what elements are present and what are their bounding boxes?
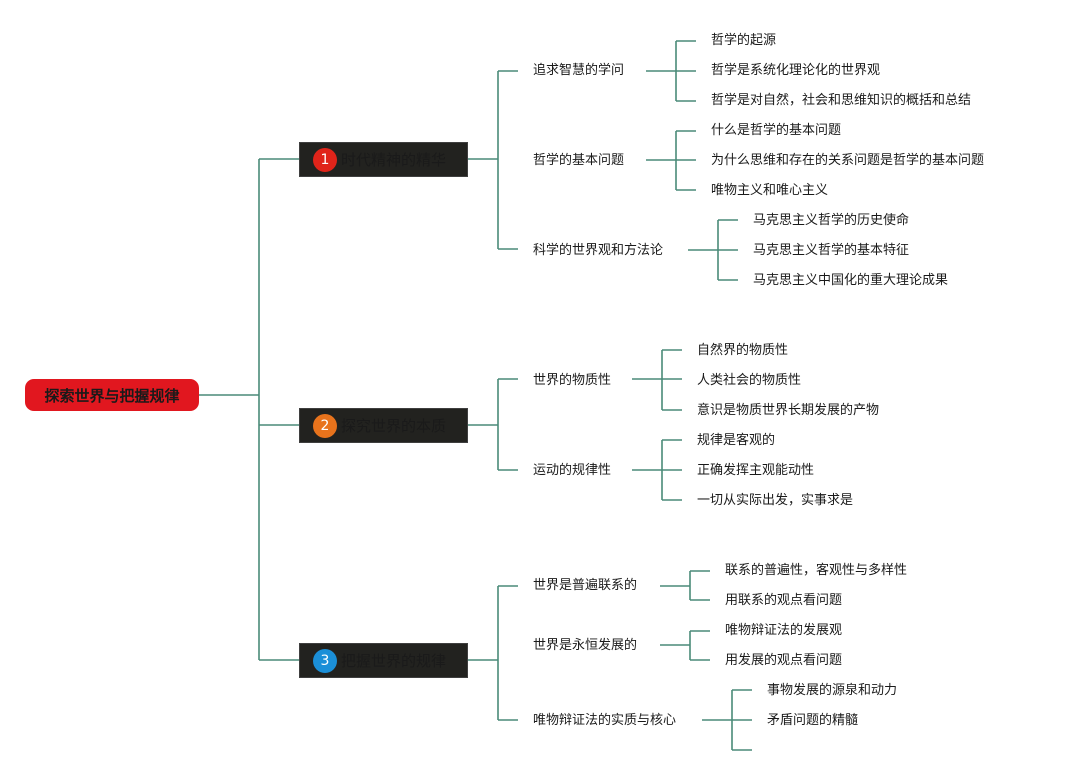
leaf-item[interactable]: 用联系的观点看问题	[725, 593, 843, 608]
topic-scientific-worldview[interactable]: 科学的世界观和方法论	[533, 243, 664, 258]
topic-dialectics-core[interactable]: 唯物辩证法的实质与核心	[533, 713, 677, 728]
leaf-item[interactable]: 唯物主义和唯心主义	[711, 183, 829, 198]
leaf-item[interactable]: 人类社会的物质性	[697, 373, 802, 388]
topic-basic-question[interactable]: 哲学的基本问题	[533, 153, 625, 168]
number-badge-1: 1	[313, 147, 337, 172]
branch-world-essence[interactable]: 2 探究世界的本质	[299, 408, 468, 443]
topic-regularity[interactable]: 运动的规律性	[533, 463, 612, 478]
leaf-item[interactable]: 马克思主义哲学的基本特征	[753, 243, 910, 258]
leaf-item[interactable]: 哲学是系统化理论化的世界观	[711, 63, 881, 78]
leaf-item[interactable]: 哲学的起源	[711, 33, 777, 48]
topic-materiality[interactable]: 世界的物质性	[533, 373, 612, 388]
leaf-item[interactable]: 唯物辩证法的发展观	[725, 623, 843, 638]
leaf-item[interactable]: 用发展的观点看问题	[725, 653, 843, 668]
leaf-item[interactable]: 自然界的物质性	[697, 343, 789, 358]
leaf-item[interactable]: 哲学是对自然，社会和思维知识的概括和总结	[711, 93, 972, 108]
leaf-item[interactable]: 一切从实际出发，实事求是	[697, 493, 854, 508]
leaf-item[interactable]: 什么是哲学的基本问题	[711, 123, 842, 138]
number-badge-3: 3	[313, 648, 337, 673]
number-badge-2: 2	[313, 413, 337, 438]
leaf-item[interactable]: 矛盾问题的精髓	[767, 713, 859, 728]
branch-label: 时代精神的精华	[341, 151, 447, 169]
leaf-item[interactable]: 事物发展的源泉和动力	[767, 683, 898, 698]
root-topic[interactable]: 探索世界与把握规律	[25, 379, 199, 411]
topic-universal-connection[interactable]: 世界是普遍联系的	[533, 578, 638, 593]
leaf-item[interactable]: 正确发挥主观能动性	[697, 463, 815, 478]
leaf-item[interactable]: 规律是客观的	[697, 433, 776, 448]
leaf-item[interactable]: 马克思主义中国化的重大理论成果	[753, 273, 949, 288]
leaf-item[interactable]: 联系的普遍性，客观性与多样性	[725, 563, 908, 578]
leaf-item[interactable]: 意识是物质世界长期发展的产物	[697, 403, 880, 418]
branch-label: 探究世界的本质	[341, 417, 447, 435]
topic-eternal-development[interactable]: 世界是永恒发展的	[533, 638, 638, 653]
leaf-item[interactable]: 马克思主义哲学的历史使命	[753, 213, 910, 228]
leaf-item[interactable]: 为什么思维和存在的关系问题是哲学的基本问题	[711, 153, 985, 168]
branch-time-spirit[interactable]: 1 时代精神的精华	[299, 142, 468, 177]
branch-world-laws[interactable]: 3 把握世界的规律	[299, 643, 468, 678]
topic-pursuit-of-wisdom[interactable]: 追求智慧的学问	[533, 63, 625, 78]
branch-label: 把握世界的规律	[341, 652, 447, 670]
